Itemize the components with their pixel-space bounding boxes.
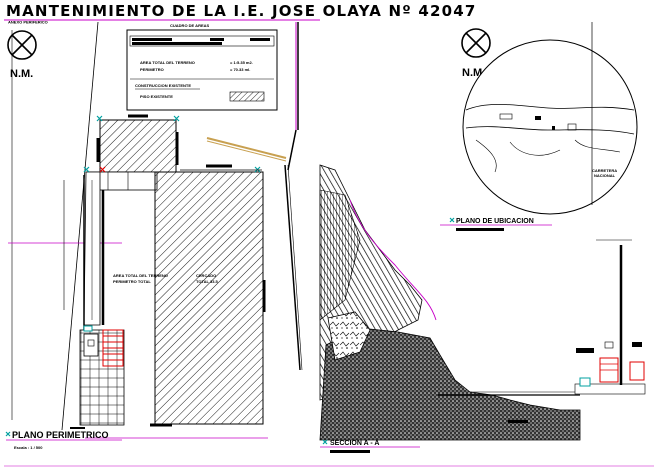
- inner-label-4: TOTAL 33.5: [196, 279, 219, 284]
- title-text: MANTENIMIENTO DE LA I.E. JOSE OLAYA Nº 4…: [6, 2, 477, 20]
- plano-perimetrico: N.M.: [5, 21, 268, 450]
- survey-markers: [83, 115, 261, 173]
- sheet-title: MANTENIMIENTO DE LA I.E. JOSE OLAYA Nº 4…: [4, 2, 477, 25]
- plano-ubicacion: N.M. CARRETERA NACIONAL PLANO DE UBICACI…: [440, 22, 638, 231]
- areas-row-1-label: AREA TOTAL DEL TERRENO: [140, 60, 195, 65]
- north-arrow-icon: [461, 28, 491, 58]
- areas-row-2-value: = 70.33 ml.: [230, 67, 250, 72]
- areas-legend-item: PISO EXISTENTE: [140, 94, 173, 99]
- road-sublabel: NACIONAL: [594, 173, 616, 178]
- areas-table: CUADRO DE AREAS AREA TOTAL DEL TERRENO =…: [126, 23, 278, 111]
- plano-perimetrico-scale: Escala : 1 / 500: [14, 445, 43, 450]
- sheet-divider: [284, 22, 303, 371]
- road-label: CARRETERA: [592, 168, 617, 173]
- north-arrow-icon: [7, 30, 37, 60]
- areas-row-1-value: = 1:5.35 m2.: [230, 60, 253, 65]
- areas-row-2-label: PERIMETRO: [140, 67, 164, 72]
- plano-ubicacion-title: PLANO DE UBICACION: [456, 218, 534, 225]
- seccion-a-a: SECCION A - A: [319, 164, 646, 453]
- inner-label-1: AREA TOTAL DEL TERRENO: [113, 273, 168, 278]
- inner-label-2: PERIMETRO TOTAL: [113, 279, 151, 284]
- seccion-title: SECCION A - A: [330, 440, 379, 447]
- plano-perimetrico-title: PLANO PERIMETRICO: [12, 430, 109, 440]
- areas-table-title: CUADRO DE AREAS: [170, 23, 210, 28]
- inner-label-3: CERCADO: [196, 273, 216, 278]
- areas-legend-title: CONSTRUCCION EXISTENTE: [135, 83, 191, 88]
- subtitle-fragment: ANEXO PERIFERICO: [8, 20, 48, 25]
- north-label-left: N.M.: [10, 68, 33, 80]
